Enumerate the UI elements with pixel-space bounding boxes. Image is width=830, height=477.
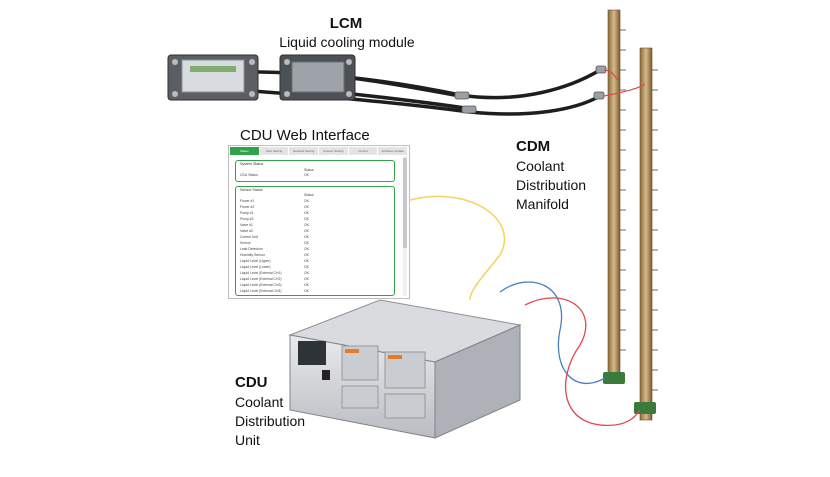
- cdu-web-interface-screenshot: Status Alert Setting Network Setting Sys…: [228, 145, 410, 299]
- cdu-title: CDU: [235, 374, 268, 391]
- cdu-line-2: Distribution: [235, 413, 306, 429]
- table-row: Liquid Level (External CH4)OK: [240, 289, 309, 293]
- data-link-line: [409, 195, 506, 301]
- system-status-header: Status: [304, 168, 314, 172]
- hose-connectors: [454, 65, 607, 114]
- lcm-subtitle: Liquid cooling module: [279, 34, 415, 50]
- coolant-return-line: [524, 297, 641, 426]
- web-scrollbar[interactable]: [403, 156, 407, 296]
- lcm-module-left: [167, 54, 259, 101]
- cdm-title: CDM: [516, 138, 551, 155]
- table-row: Liquid Level (External CH1)OK: [240, 271, 309, 275]
- cdm-line-2: Distribution: [516, 177, 587, 193]
- web-scrollbar-thumb[interactable]: [403, 158, 407, 248]
- tab-alert-setting[interactable]: Alert Setting: [259, 147, 289, 155]
- lcm-hoses: [208, 68, 602, 116]
- table-row: Liquid Level (External CH3)OK: [240, 283, 309, 287]
- tab-network-setting[interactable]: Network Setting: [289, 147, 319, 155]
- tab-status[interactable]: Status: [230, 147, 259, 155]
- tab-system-setting[interactable]: System Setting: [319, 147, 348, 155]
- tab-software-update[interactable]: Software Update: [378, 147, 408, 155]
- cdu-line-1: Coolant: [235, 394, 284, 410]
- web-tabs: Status Alert Setting Network Setting Sys…: [230, 147, 408, 155]
- table-row: Liquid Level (Lower)OK: [240, 265, 309, 269]
- cdm-line-1: Coolant: [516, 158, 565, 174]
- system-status-panel: System Status Status CDU Status OK: [235, 160, 395, 182]
- web-interface-title: CDU Web Interface: [240, 127, 370, 144]
- cdu-unit: [288, 299, 522, 439]
- lcm-module-right: [279, 54, 356, 101]
- cdu-line-3: Unit: [235, 432, 260, 448]
- cdm-line-3: Manifold: [516, 196, 569, 212]
- coolant-supply-line: [499, 281, 606, 384]
- cdm-manifold-front: [603, 9, 626, 384]
- table-row: CDU Status OK: [240, 173, 309, 177]
- cdm-manifold-back: [634, 47, 658, 421]
- sensor-status-title: Sensor Status: [240, 188, 263, 192]
- lcm-supply-line: [603, 83, 646, 97]
- sensor-status-header: Status: [304, 193, 314, 197]
- lcm-title: LCM: [329, 15, 363, 32]
- table-row: Liquid Level (Upper)OK: [240, 259, 309, 263]
- tab-control[interactable]: Control: [348, 147, 378, 155]
- lcm-return-line: [603, 69, 619, 81]
- table-row: Liquid Level (External CH2)OK: [240, 277, 309, 281]
- system-status-title: System Status: [240, 162, 264, 166]
